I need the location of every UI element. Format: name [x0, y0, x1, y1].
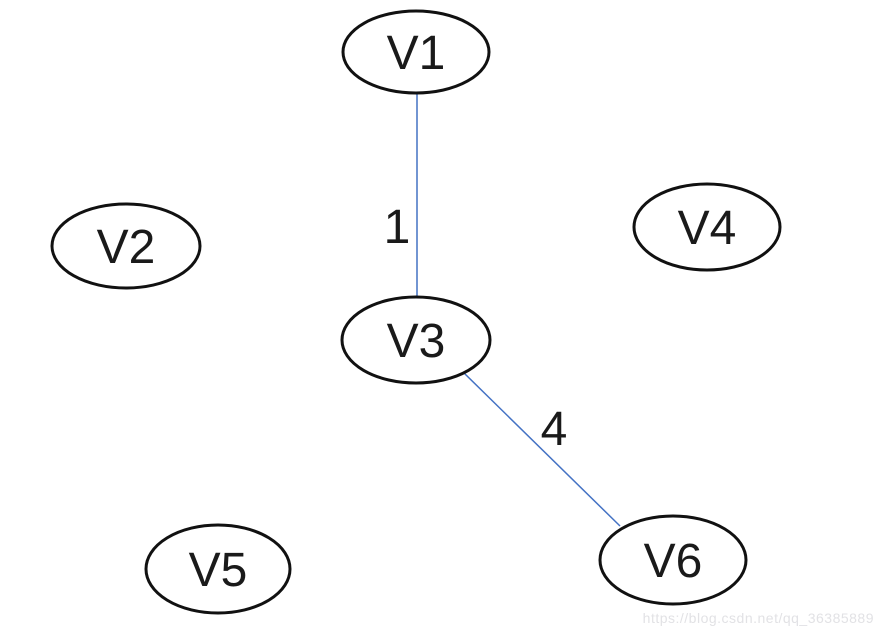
node-V1 — [341, 9, 491, 95]
node-label-V6: V6 — [644, 535, 703, 588]
edge-weight-label-V3-V6: 4 — [541, 403, 568, 456]
watermark: https://blog.csdn.net/qq_36385889 — [642, 610, 874, 626]
node-label-V2: V2 — [97, 221, 156, 274]
node-V5 — [144, 523, 292, 615]
node-label-V5: V5 — [189, 544, 248, 597]
node-V4 — [632, 182, 782, 272]
edge-weight-label-V1-V3: 1 — [384, 201, 411, 254]
node-label-V4: V4 — [678, 202, 737, 255]
edge-V3-V6 — [463, 372, 621, 527]
node-label-V1: V1 — [387, 27, 446, 80]
node-label-V3: V3 — [387, 315, 446, 368]
node-V3 — [340, 295, 492, 385]
node-V2 — [50, 202, 202, 290]
node-V6 — [598, 514, 748, 606]
